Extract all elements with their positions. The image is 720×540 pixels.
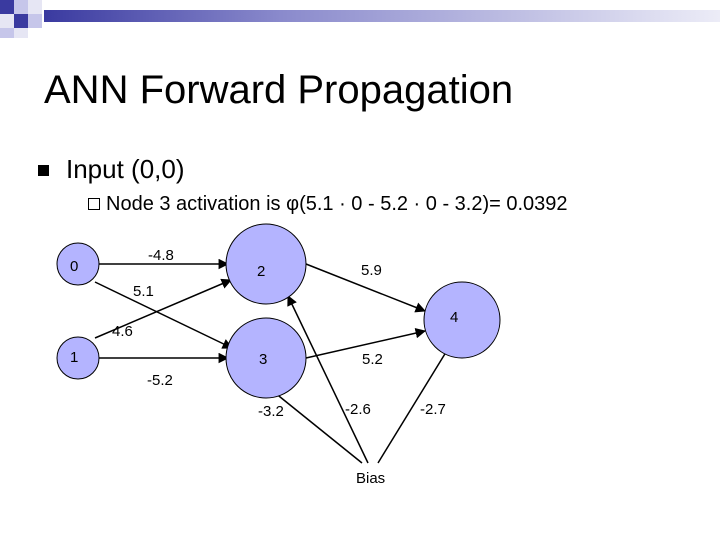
header-square	[28, 0, 42, 14]
weight-label-0-2: -4.8	[148, 247, 174, 264]
bias-weight-label-4: -2.7	[420, 401, 446, 418]
bias-label: Bias	[356, 470, 385, 487]
node-4: 4	[423, 281, 501, 359]
header-square	[14, 28, 28, 38]
header-square	[0, 28, 14, 38]
weight-label-1-3: -5.2	[147, 372, 173, 389]
node-3: 3	[225, 317, 307, 399]
edge-bias-4	[377, 343, 452, 464]
weight-label-0-3: 5.1	[133, 283, 154, 300]
square-bullet-icon	[38, 165, 49, 176]
hollow-square-bullet-icon	[88, 198, 100, 210]
bullet-text-level1: Input (0,0)	[66, 154, 185, 184]
edge-3-4	[305, 327, 427, 359]
node-4-label: 4	[450, 309, 458, 326]
bias-weight-label-2: -2.6	[345, 401, 371, 418]
node-0-label: 0	[70, 258, 78, 275]
weight-label-2-4: 5.9	[361, 262, 382, 279]
header-square	[28, 14, 42, 28]
edge-bias-3	[263, 383, 363, 464]
edge-bias-2	[287, 295, 369, 464]
node-0: 0	[56, 242, 100, 286]
node-2-label: 2	[257, 263, 265, 280]
node-1-label: 1	[70, 349, 78, 366]
edge-1-2	[94, 278, 232, 339]
edge-2-4	[305, 263, 426, 313]
node-1: 1	[56, 336, 100, 380]
node-2: 2	[225, 223, 307, 305]
header-decoration	[0, 0, 720, 38]
edge-0-3	[94, 281, 233, 349]
weight-label-3-4: 5.2	[362, 351, 383, 368]
header-square	[14, 0, 28, 14]
node-3-label: 3	[259, 351, 267, 368]
header-square	[14, 14, 28, 28]
header-gradient-bar	[44, 10, 720, 22]
header-square	[0, 0, 14, 14]
slide-title: ANN Forward Propagation	[44, 68, 514, 112]
header-square	[0, 14, 14, 28]
bullet-text-level2: Node 3 activation is φ(5.1 · 0 - 5.2 · 0…	[106, 193, 568, 215]
weight-label-1-2: 4.6	[112, 323, 133, 340]
bias-weight-label-3: -3.2	[258, 403, 284, 420]
